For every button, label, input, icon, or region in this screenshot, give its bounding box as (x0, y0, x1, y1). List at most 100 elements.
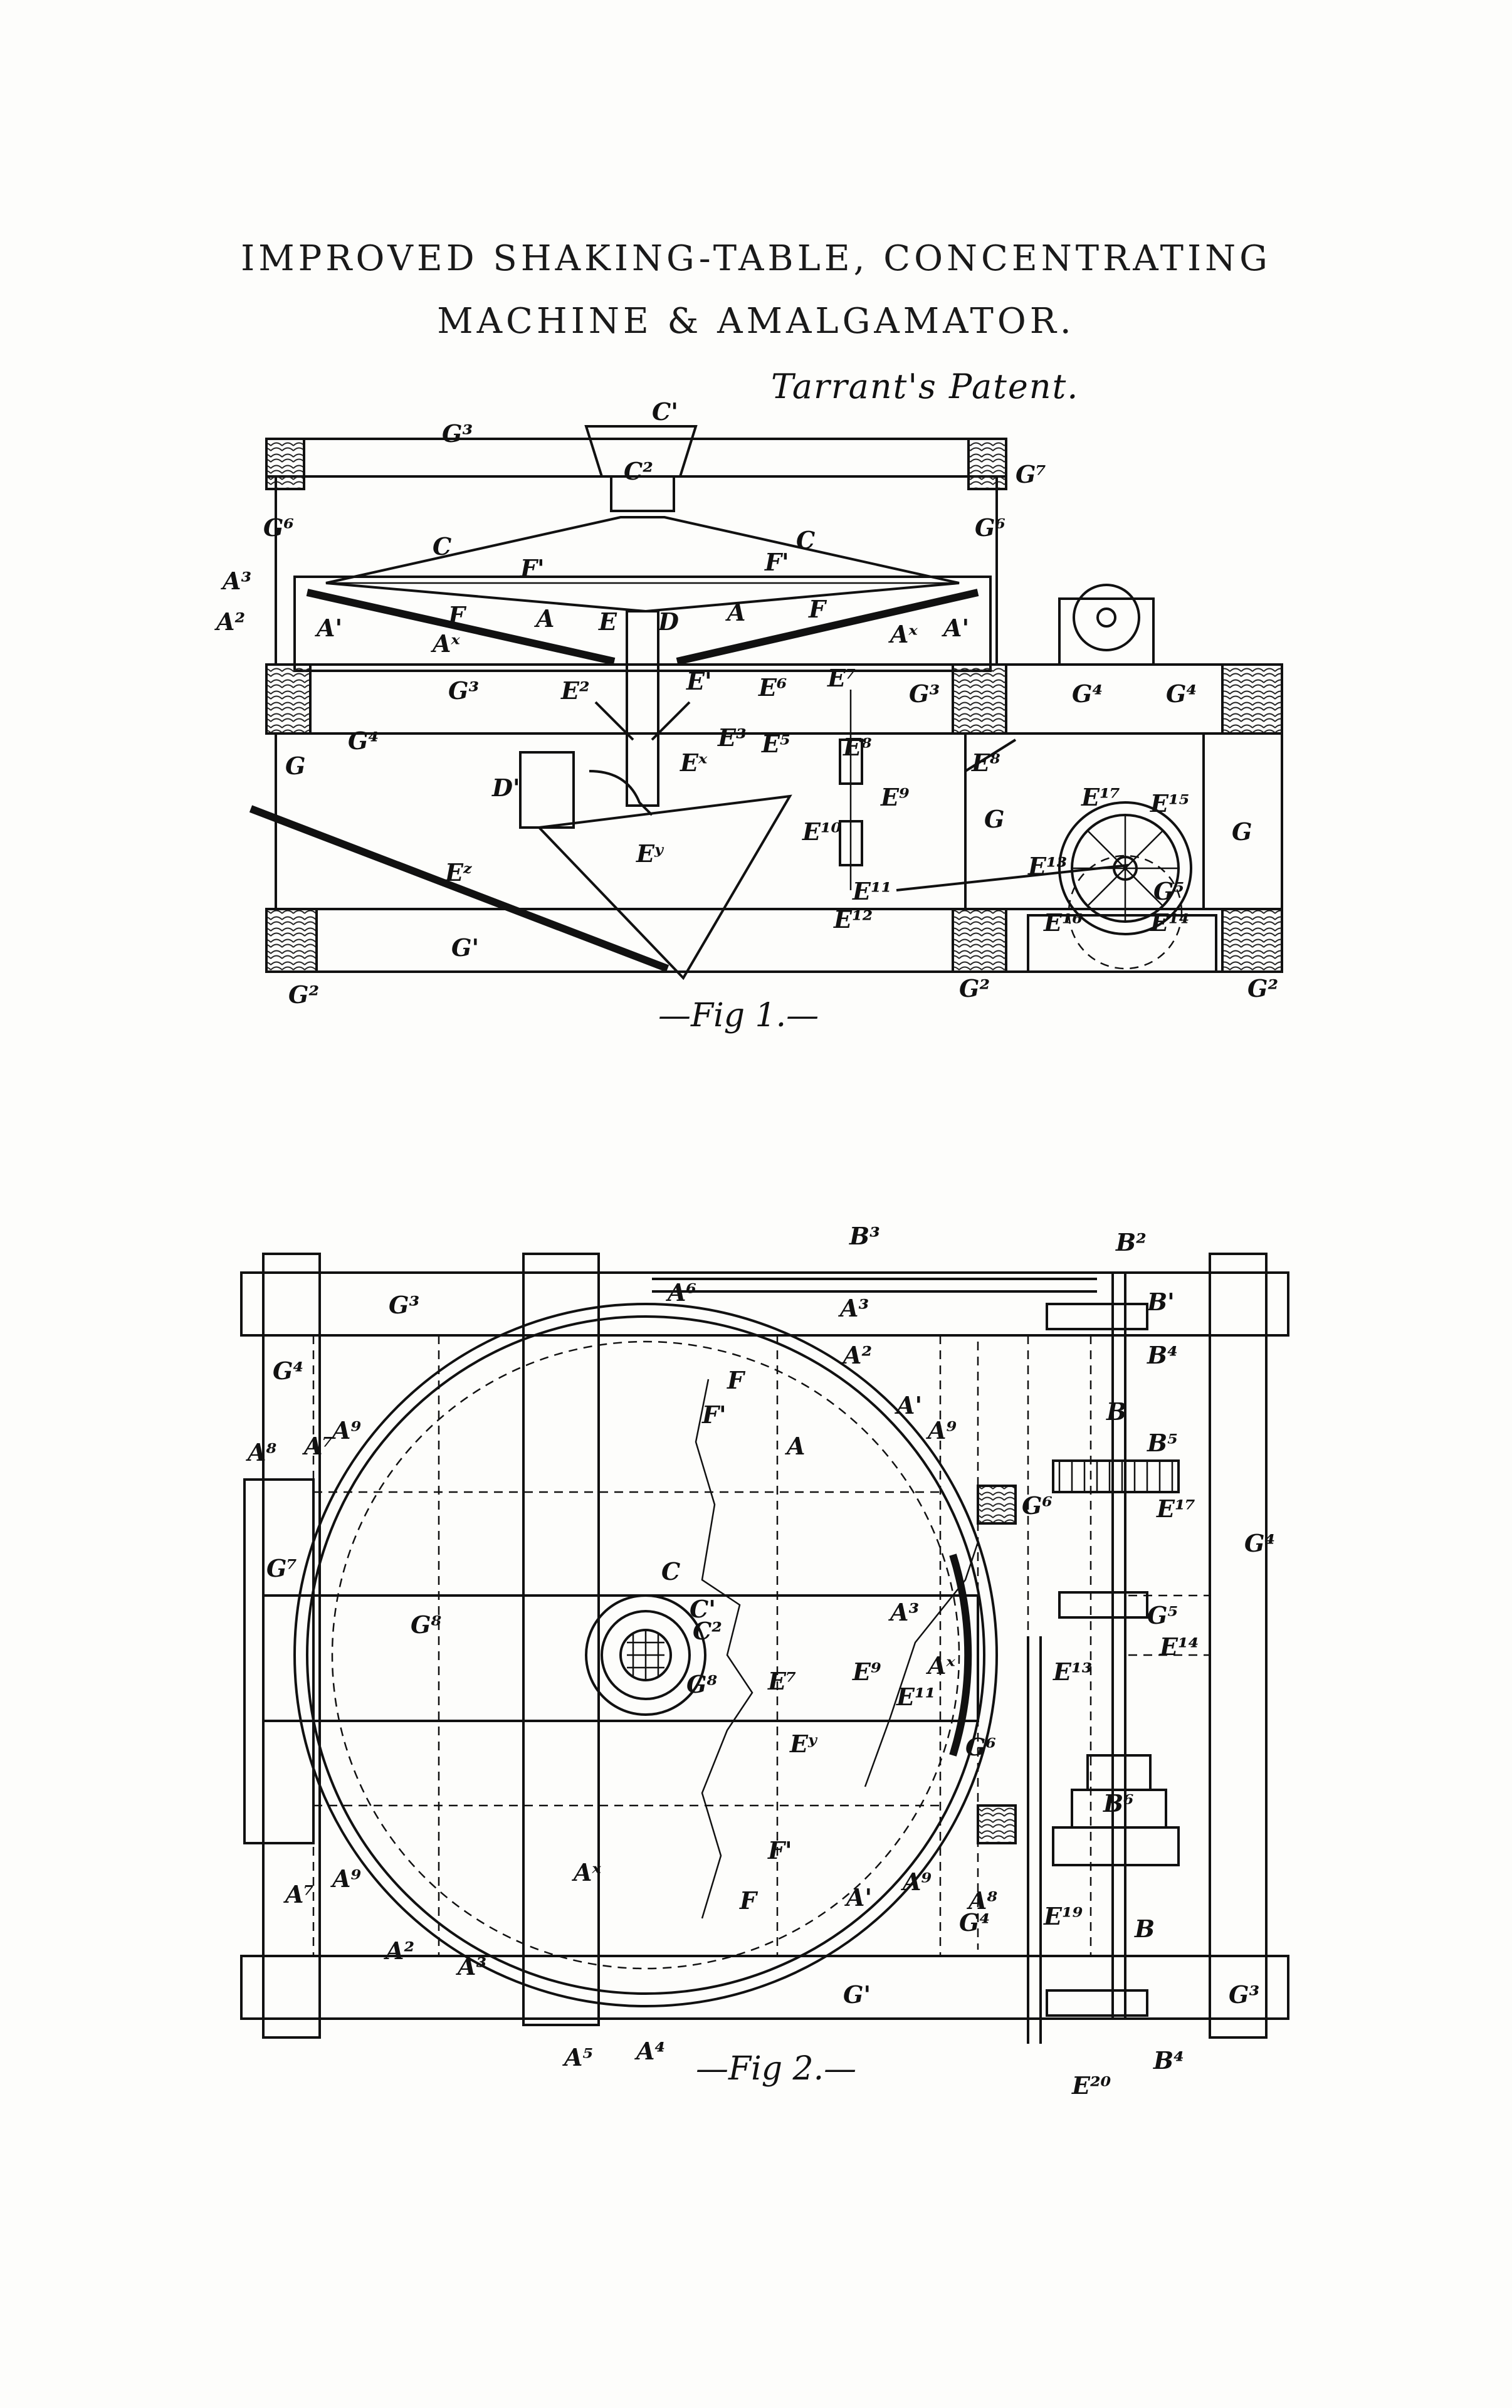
fig1-ref-label: G⁷ (1016, 460, 1046, 488)
fig1-ref-label: C' (652, 397, 678, 426)
fig1-ref-label: A (534, 604, 554, 633)
fig1-lever (964, 739, 1017, 772)
fig2-table-outer-rim (293, 1303, 998, 2007)
fig2-ref-label: A³ (888, 1598, 919, 1626)
fig1-ref-label: E⁵ (761, 730, 790, 758)
fig1-ref-label: C² (624, 457, 653, 485)
fig2-ref-label: B (1134, 1915, 1155, 1943)
fig2-breakaway-line (695, 1379, 753, 1919)
fig2-ref-label: C (661, 1557, 680, 1585)
fig1-ref-label: G² (1247, 974, 1278, 1002)
fig1-ref-label: E⁹ (880, 783, 910, 811)
fig2-ref-label: E¹⁹ (1043, 1902, 1083, 1930)
fig1-pan-right-slope (676, 589, 979, 665)
fig2-ref-label: E¹³ (1053, 1658, 1092, 1686)
fig1-ref-label: G (1232, 818, 1252, 846)
fig1-elevation (249, 425, 1283, 981)
fig1-ref-label: E¹¹ (852, 877, 891, 905)
fig2-ref-label: G³ (389, 1291, 419, 1319)
fig2-left-box (243, 1478, 315, 1844)
fig1-chute (249, 805, 669, 972)
fig1-gear-wheel (1058, 801, 1192, 935)
fig1-ref-label: G⁵ (1153, 877, 1184, 905)
fig1-ref-label: E⁸ (843, 733, 872, 761)
fig1-ref-label: E¹³ (1027, 852, 1067, 880)
fig2-ref-label: G⁶ (965, 1733, 996, 1761)
fig2-rod-e19 (1027, 1636, 1042, 2044)
fig1-ref-label: Eˣ (680, 749, 708, 777)
fig2-ref-label: A³ (838, 1294, 869, 1322)
fig2-hub-ring (601, 1610, 691, 1700)
fig2-ref-label: F (739, 1886, 759, 1915)
fig1-pan-left-slope (306, 589, 616, 665)
fig2-ref-label: E¹⁴ (1159, 1632, 1199, 1661)
fig1-ref-label: G' (451, 933, 479, 962)
fig2-ref-label: G⁷ (266, 1554, 297, 1582)
fig1-top-left-post-end (265, 438, 305, 490)
fig2-ref-label: A² (841, 1341, 872, 1369)
fig1-ref-label: E¹² (833, 905, 873, 933)
fig2-bottom-rail (240, 1955, 1289, 2020)
fig1-ref-label: G⁴ (1166, 680, 1197, 708)
title-line-1: IMPROVED SHAKING-TABLE, CONCENTRATING (241, 238, 1271, 279)
fig2-ref-label: B⁴ (1153, 2046, 1184, 2074)
fig1-ref-label: A' (315, 614, 342, 642)
fig1-ref-label: A² (214, 607, 245, 636)
fig1-shaking-pan (293, 576, 992, 672)
fig2-ref-label: G⁸ (686, 1670, 717, 1698)
fig2-ref-label: A⁶ (666, 1278, 696, 1307)
fig1-hopper (584, 425, 698, 478)
fig2-ref-label: Aˣ (572, 1858, 601, 1886)
fig2-ref-label: A⁷ (302, 1432, 333, 1460)
fig1-ref-label: Aˣ (431, 629, 460, 658)
fig2-ref-label: A⁹ (330, 1416, 361, 1444)
fig2-rod-b3 (652, 1278, 1097, 1293)
fig1-ref-label: Eᶻ (444, 858, 472, 886)
fig2-ref-label: C² (693, 1617, 722, 1645)
fig1-ref-label: G³ (448, 676, 479, 705)
fig2-ref-label: F (727, 1366, 746, 1394)
fig2-table-inner-rim (306, 1315, 985, 1995)
fig1-ref-label: G⁴ (1072, 680, 1103, 708)
fig1-ref-label: E⁷ (827, 664, 856, 692)
fig2-pulley-bottom (1052, 1826, 1180, 1866)
fig2-ref-label: E⁷ (767, 1667, 797, 1695)
fig2-ref-label: G⁴ (273, 1357, 303, 1385)
fig2-top-rail (240, 1271, 1289, 1337)
fig2-ref-label: B⁴ (1147, 1341, 1178, 1369)
fig2-rim-arc (949, 1554, 972, 1757)
fig2-ref-label: F' (701, 1401, 727, 1429)
fig2-gear-b5 (1052, 1459, 1180, 1493)
fig1-ref-label: G³ (909, 680, 940, 708)
fig1-hopper-neck (610, 475, 675, 512)
fig1-conical-distributor (325, 516, 960, 613)
fig2-ref-label: G⁴ (1244, 1529, 1275, 1557)
fig2-pulley-top (1086, 1754, 1152, 1791)
fig2-ref-label: A⁹ (926, 1416, 957, 1444)
fig1-ref-label: E¹⁰ (802, 818, 842, 846)
fig1-ref-label: G⁴ (348, 727, 379, 755)
fig2-ref-label: A⁸ (246, 1438, 276, 1466)
fig2-ref-label: F' (767, 1836, 792, 1864)
fig1-ref-label: F (808, 595, 827, 623)
fig2-ref-label: E²⁰ (1071, 2071, 1111, 2100)
fig1-ref-label: G⁶ (975, 513, 1005, 542)
fig2-ref-label: E¹⁷ (1156, 1495, 1195, 1523)
fig2-ref-label: C' (690, 1595, 716, 1623)
fig1-gear-housing (1027, 914, 1217, 973)
fig2-ref-label: E⁹ (852, 1658, 881, 1686)
fig2-ref-label: A⁷ (283, 1880, 314, 1908)
fig2-ref-label: A' (895, 1391, 922, 1419)
fig1-ref-label: E (598, 607, 617, 636)
fig2-ref-label: Eʸ (789, 1730, 818, 1758)
fig2-bearing-b4-bottom (1046, 1989, 1148, 2017)
fig2-ref-label: A⁹ (901, 1868, 932, 1896)
fig2-ref-label: B⁵ (1147, 1429, 1178, 1457)
fig1-ref-label: G² (959, 974, 990, 1002)
fig2-ref-label: B (1106, 1397, 1126, 1426)
fig1-ref-label: E¹⁷ (1081, 783, 1120, 811)
fig1-discharge-box (519, 751, 575, 829)
